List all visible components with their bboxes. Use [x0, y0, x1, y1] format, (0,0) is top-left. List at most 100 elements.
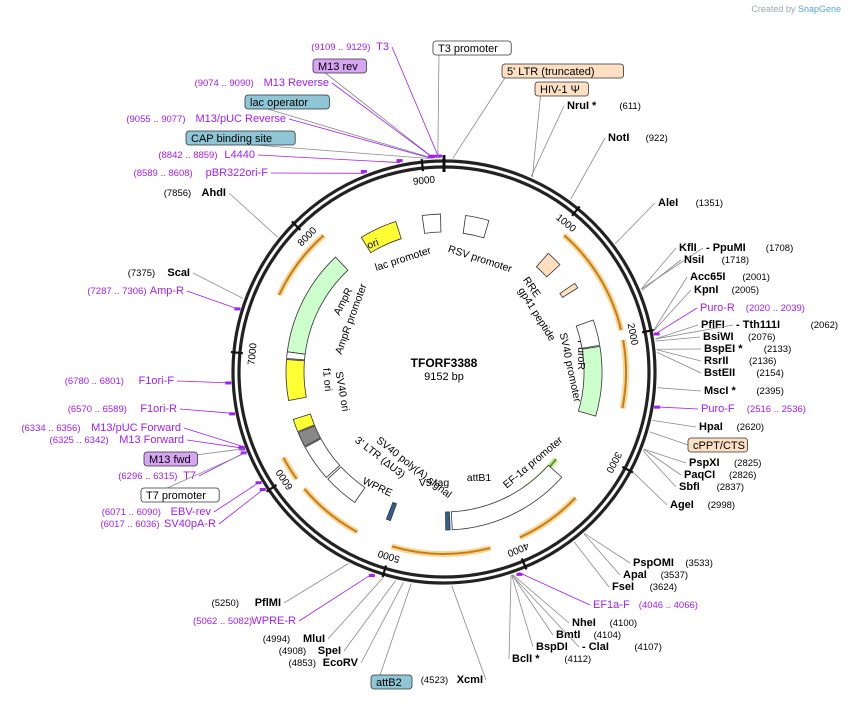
label-f1ori-f-29[interactable]: F1ori-F — [139, 375, 175, 387]
label-sv40pa-r-45[interactable]: SV40pA-R — [164, 518, 216, 530]
label-ebv-rev-44-leader — [213, 481, 261, 513]
label-alei-13[interactable]: AleI — [658, 197, 678, 209]
label-bspdi-55[interactable]: BspDI — [536, 641, 568, 653]
label-noti-9[interactable]: NotI — [608, 132, 629, 144]
label-ebv-rev-44[interactable]: EBV-rev — [171, 506, 212, 518]
label-t3-0[interactable]: T3 — [376, 41, 389, 53]
label-cap-binding-site-10[interactable]: CAP binding site — [191, 133, 272, 145]
label-sv40pa-r-45-leader — [218, 488, 265, 525]
label-nsii-17[interactable]: NsiI — [684, 254, 704, 266]
label-kpni-21[interactable]: KpnI — [694, 284, 718, 296]
label-hiv-1-5-box[interactable] — [534, 81, 589, 97]
label-pflmi-50[interactable]: PflMI — [255, 597, 281, 609]
feature-sv40-ori[interactable] — [292, 413, 315, 433]
label-bspei-26[interactable]: BspEI * — [704, 343, 743, 355]
label-clai-56[interactable]: - ClaI — [582, 641, 609, 653]
feature-rre[interactable] — [535, 252, 561, 278]
label-pspxi-38[interactable]: PspXI — [689, 457, 720, 469]
feature-f1-ori[interactable] — [285, 358, 307, 401]
label-attb2-60[interactable]: attB2 — [376, 677, 402, 689]
label-m13-fwd-37-box[interactable] — [143, 451, 198, 467]
label-ecorv-59[interactable]: EcoRV — [323, 657, 359, 669]
label-apai-47[interactable]: ApaI — [623, 569, 647, 581]
label-nrui-6-leader — [530, 105, 565, 177]
label-kfli-15[interactable]: KflI — [679, 242, 697, 254]
feature-ampr-promoter[interactable] — [286, 351, 306, 361]
feature-ori[interactable] — [360, 221, 402, 254]
feature-sv40-poly-a-signal[interactable] — [297, 425, 322, 447]
label-nhei-51[interactable]: NheI — [572, 617, 596, 629]
feature-lac-promoter[interactable] — [421, 213, 442, 234]
feature-label-v5-tag: V5 tag — [419, 477, 450, 489]
label-nrui-6[interactable]: NruI * — [567, 100, 597, 112]
label-f1ori-r-32[interactable]: F1ori-R — [140, 403, 177, 415]
label-pbr322ori-f-12[interactable]: pBR322ori-F — [206, 167, 269, 179]
label-mlui-54[interactable]: MluI — [303, 633, 325, 645]
feature-sv40-promoter[interactable] — [575, 319, 601, 349]
label-acc65i-19[interactable]: Acc65I — [690, 271, 725, 283]
label-ppumi-16[interactable]: - PpuMI — [706, 242, 746, 254]
label-puro-r-22[interactable]: Puro-R — [700, 302, 735, 314]
label-sbfi-41[interactable]: SbfI — [679, 481, 700, 493]
feature-ampr[interactable] — [286, 256, 349, 355]
label-bsiwi-25-leader — [655, 336, 701, 342]
label-ef1a-f-49[interactable]: EF1a-F — [593, 599, 630, 611]
label-m13-puc-reverse-8[interactable]: M13/pUC Reverse — [196, 113, 286, 125]
label-ahdi-14[interactable]: AhdI — [202, 187, 226, 199]
label-l4440-11[interactable]: L4440 — [224, 149, 255, 161]
feature-ef-1-promoter[interactable] — [450, 464, 563, 531]
label-m13-rev-2-leader — [318, 67, 434, 159]
label-t3-promoter-1-box[interactable] — [432, 40, 512, 56]
label-hiv-1-5[interactable]: HIV-1 Ψ — [540, 84, 580, 96]
label-scai-18[interactable]: ScaI — [167, 267, 190, 279]
feature-rsv-promoter[interactable] — [462, 215, 490, 239]
label-pspomi-46[interactable]: PspOMI — [633, 557, 674, 569]
label-lac-operator-7[interactable]: lac operator — [250, 97, 308, 109]
label-cppt-cts-35[interactable]: cPPT/CTS — [693, 440, 745, 452]
label-attb2-60-box[interactable] — [370, 674, 413, 690]
feature-3-ltr-u3[interactable] — [304, 438, 341, 478]
label-spei-57[interactable]: SpeI — [318, 645, 341, 657]
label-t3-promoter-1[interactable]: T3 promoter — [438, 43, 498, 55]
label-agei-43[interactable]: AgeI — [670, 499, 694, 511]
label-sbfi-41-leader — [642, 450, 677, 488]
label-5-ltr-truncated-3[interactable]: 5' LTR (truncated) — [507, 66, 594, 78]
label-bsteii-28[interactable]: BstEII — [704, 367, 735, 379]
feature-gp41-peptide[interactable] — [559, 282, 579, 298]
label-t7-40-range: (6296 .. 6315) — [118, 471, 177, 482]
label-cap-binding-site-10-box[interactable] — [185, 130, 296, 146]
feature-puror[interactable] — [577, 345, 603, 417]
feature-attb1[interactable] — [445, 511, 451, 531]
feature-wpre[interactable] — [327, 466, 366, 503]
label-amp-r-20[interactable]: Amp-R — [150, 285, 184, 297]
label-t7-promoter-42[interactable]: T7 promoter — [146, 490, 206, 502]
feature-label-sv40-ori: SV40 ori — [333, 371, 352, 413]
label-attb2-60-leader — [376, 583, 412, 685]
label-fsei-48[interactable]: FseI — [612, 581, 634, 593]
label-puro-f-31[interactable]: Puro-F — [701, 403, 735, 415]
label-cppt-cts-35-box[interactable] — [687, 437, 748, 453]
label-tth111i-24[interactable]: - Tth111I — [736, 319, 780, 331]
label-xcmi-61[interactable]: XcmI — [457, 674, 483, 686]
label-lac-operator-7-box[interactable] — [244, 94, 330, 110]
label-hpai-33[interactable]: HpaI — [699, 421, 723, 433]
label-bcli-58[interactable]: BclI * — [512, 653, 540, 665]
label-5-ltr-truncated-3-box[interactable] — [501, 63, 624, 79]
label-rsrii-27[interactable]: RsrII — [704, 355, 728, 367]
label-t7-promoter-42-box[interactable] — [140, 487, 220, 503]
label-m13-rev-2-box[interactable] — [312, 58, 367, 74]
label-bsiwi-25[interactable]: BsiWI — [703, 331, 734, 343]
label-l4440-11-leader — [257, 154, 400, 163]
label-paqci-39-leader — [643, 448, 682, 476]
label-paqci-39[interactable]: PaqCI — [684, 469, 715, 481]
label-m13-reverse-4[interactable]: M13 Reverse — [264, 77, 329, 89]
label-wpre-r-52[interactable]: WPRE-R — [251, 615, 296, 627]
label-m13-rev-2[interactable]: M13 rev — [318, 61, 358, 73]
label-m13-puc-forward-34[interactable]: M13/pUC Forward — [91, 422, 181, 434]
label-m13-puc-forward-34-leader — [183, 427, 244, 448]
label-m13-fwd-37[interactable]: M13 fwd — [149, 454, 191, 466]
label-m13-forward-36[interactable]: M13 Forward — [119, 434, 184, 446]
label-pflfi-23[interactable]: PflFI — [701, 319, 725, 331]
feature-v5-tag[interactable] — [385, 501, 398, 522]
label-msci-30[interactable]: MscI * — [704, 385, 737, 397]
